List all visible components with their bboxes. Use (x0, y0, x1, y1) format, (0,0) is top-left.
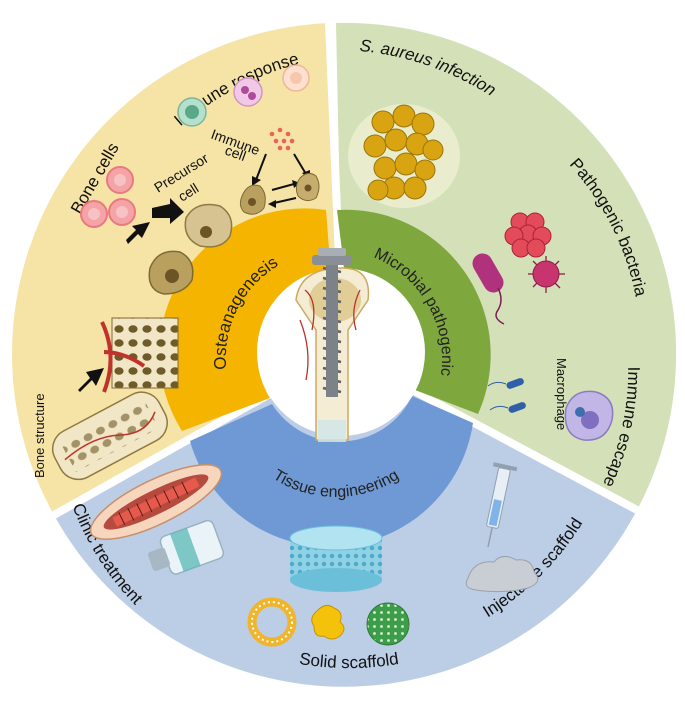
signal-arrows (255, 153, 307, 204)
bone-structure-label: Bone structure (32, 393, 47, 478)
solid-scaffold-label: Solid scaffold (298, 649, 400, 672)
osteoclast-icon (148, 203, 233, 295)
porous-scaffold-icon (289, 525, 383, 592)
cytokine-dots (269, 127, 295, 151)
vial-icon (147, 519, 225, 575)
ring-scaffold-icon (247, 597, 410, 647)
bone-tissue-icon (100, 317, 179, 393)
differentiation-arrows (78, 198, 184, 392)
hydrogel-icon (465, 556, 539, 593)
staphylococcus-cluster-icon (348, 104, 460, 208)
syringe-icon (486, 462, 518, 548)
osteoclast-icon (239, 172, 320, 215)
osteanagenesis-ring (159, 208, 331, 431)
immune-cell-icon (177, 64, 310, 127)
bacteria-icon (472, 212, 565, 325)
bone-graft-icon (51, 391, 168, 481)
immune-cell-label-line2: cell (223, 142, 248, 164)
precursor-cell-icon (80, 166, 136, 228)
screw-implant-icon (295, 248, 370, 442)
macrophage-icon (487, 378, 614, 441)
bone-graft-icon (89, 464, 223, 540)
tissue-ring (190, 396, 473, 547)
